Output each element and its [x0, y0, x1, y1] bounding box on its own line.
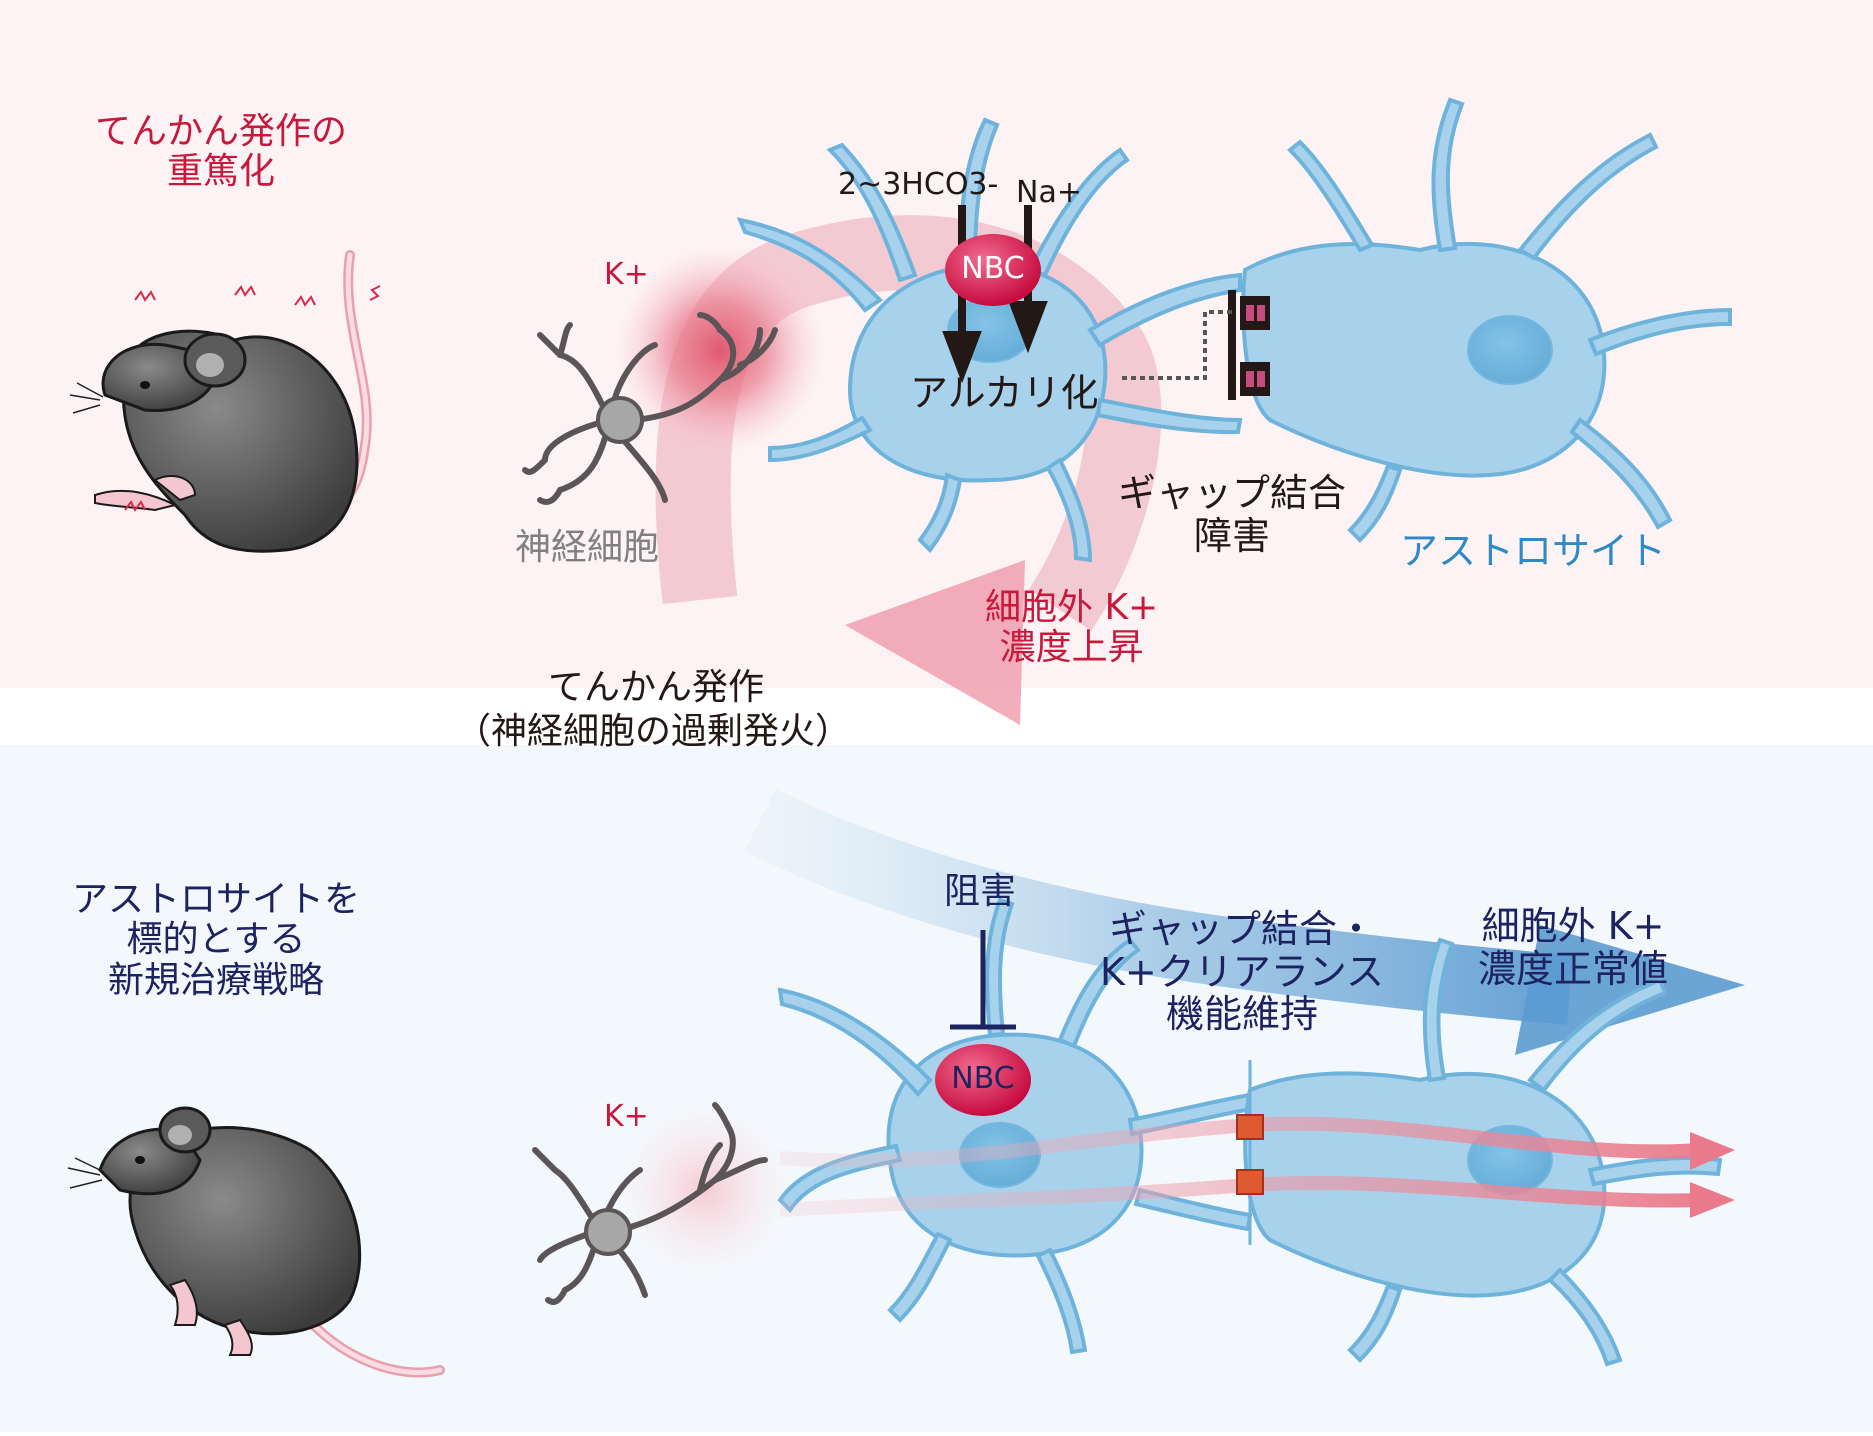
gap-junction-impaired-line1: ギャップ結合 [1118, 471, 1347, 515]
potassium-glow [615, 245, 825, 455]
astrocyte-icon [736, 117, 1243, 563]
alkalization-label: アルカリ化 [910, 371, 1099, 415]
bottom-mouse-caption: アストロサイトを 標的とする 新規治療戦略 [72, 879, 361, 1001]
astrocyte-nucleus-2 [1467, 315, 1553, 385]
sodium-label: Na+ [1016, 175, 1082, 210]
gap-junction-maintained-label: ギャップ結合・ K+クリアランス 機能維持 [1100, 908, 1384, 1036]
bottom-extracellular-k-label: 細胞外 K+ 濃度正常値 [1478, 905, 1668, 990]
bottom-mouse-caption-line3: 新規治療戦略 [108, 959, 325, 1001]
top-mouse-caption-line2: 重篤化 [167, 151, 276, 193]
bottom-mouse-caption-line2: 標的とする [126, 919, 306, 961]
top-mouse-caption-line1: てんかん発作の [95, 111, 348, 152]
neuron-soma [596, 396, 644, 444]
mouse-icon-2 [67, 1106, 445, 1378]
gap-junction-maintained-line2: K+クリアランス [1100, 949, 1384, 994]
gap-junction-icon-open-1 [1236, 1114, 1264, 1140]
top-extracellular-k-line2: 濃度上昇 [999, 627, 1144, 669]
top-potassium-label: K+ [604, 257, 649, 292]
gap-junction-impaired-label: ギャップ結合 障害 [1118, 472, 1346, 557]
inhibition-icon [950, 930, 1016, 1030]
astrocyte-label: アストロサイト [1400, 529, 1667, 573]
neuron-label: 神経細胞 [515, 527, 660, 568]
bottom-mouse-caption-line1: アストロサイトを [72, 879, 361, 920]
clearance-arrow [744, 788, 1745, 1055]
nbc-transporter-2 [935, 1044, 1031, 1116]
nbc-transporter [945, 234, 1041, 306]
bottom-nbc-label: NBC [951, 1061, 1015, 1096]
inhibition-label: 阻害 [944, 871, 1017, 912]
top-extracellular-k-label: 細胞外 K+ 濃度上昇 [985, 587, 1159, 669]
gap-junction-icon-open-2 [1236, 1169, 1264, 1195]
top-nbc-label: NBC [961, 251, 1025, 286]
bottom-extracellular-k-line2: 濃度正常値 [1478, 946, 1669, 991]
bottom-potassium-label: K+ [604, 1099, 649, 1134]
seizure-detail: （神経細胞の過剰発火） [455, 711, 852, 752]
mouse-icon [69, 250, 381, 553]
bicarbonate-label: 2~3HCO3- [838, 167, 999, 202]
top-mouse-caption: てんかん発作の 重篤化 [95, 111, 348, 193]
top-extracellular-k-line1: 細胞外 K+ [985, 587, 1159, 628]
gap-junction-maintained-line3: 機能維持 [1165, 992, 1318, 1037]
gap-junction-impaired-line2: 障害 [1194, 513, 1271, 558]
gap-junction-maintained-line1: ギャップ結合・ [1108, 907, 1375, 951]
astrocyte-icon-2 [1241, 97, 1732, 543]
bottom-extracellular-k-line1: 細胞外 K+ [1481, 904, 1665, 948]
gap-junction-icon [1120, 290, 1270, 400]
neuron-soma-2 [584, 1208, 632, 1256]
seizure-title: てんかん発作 [548, 667, 765, 708]
